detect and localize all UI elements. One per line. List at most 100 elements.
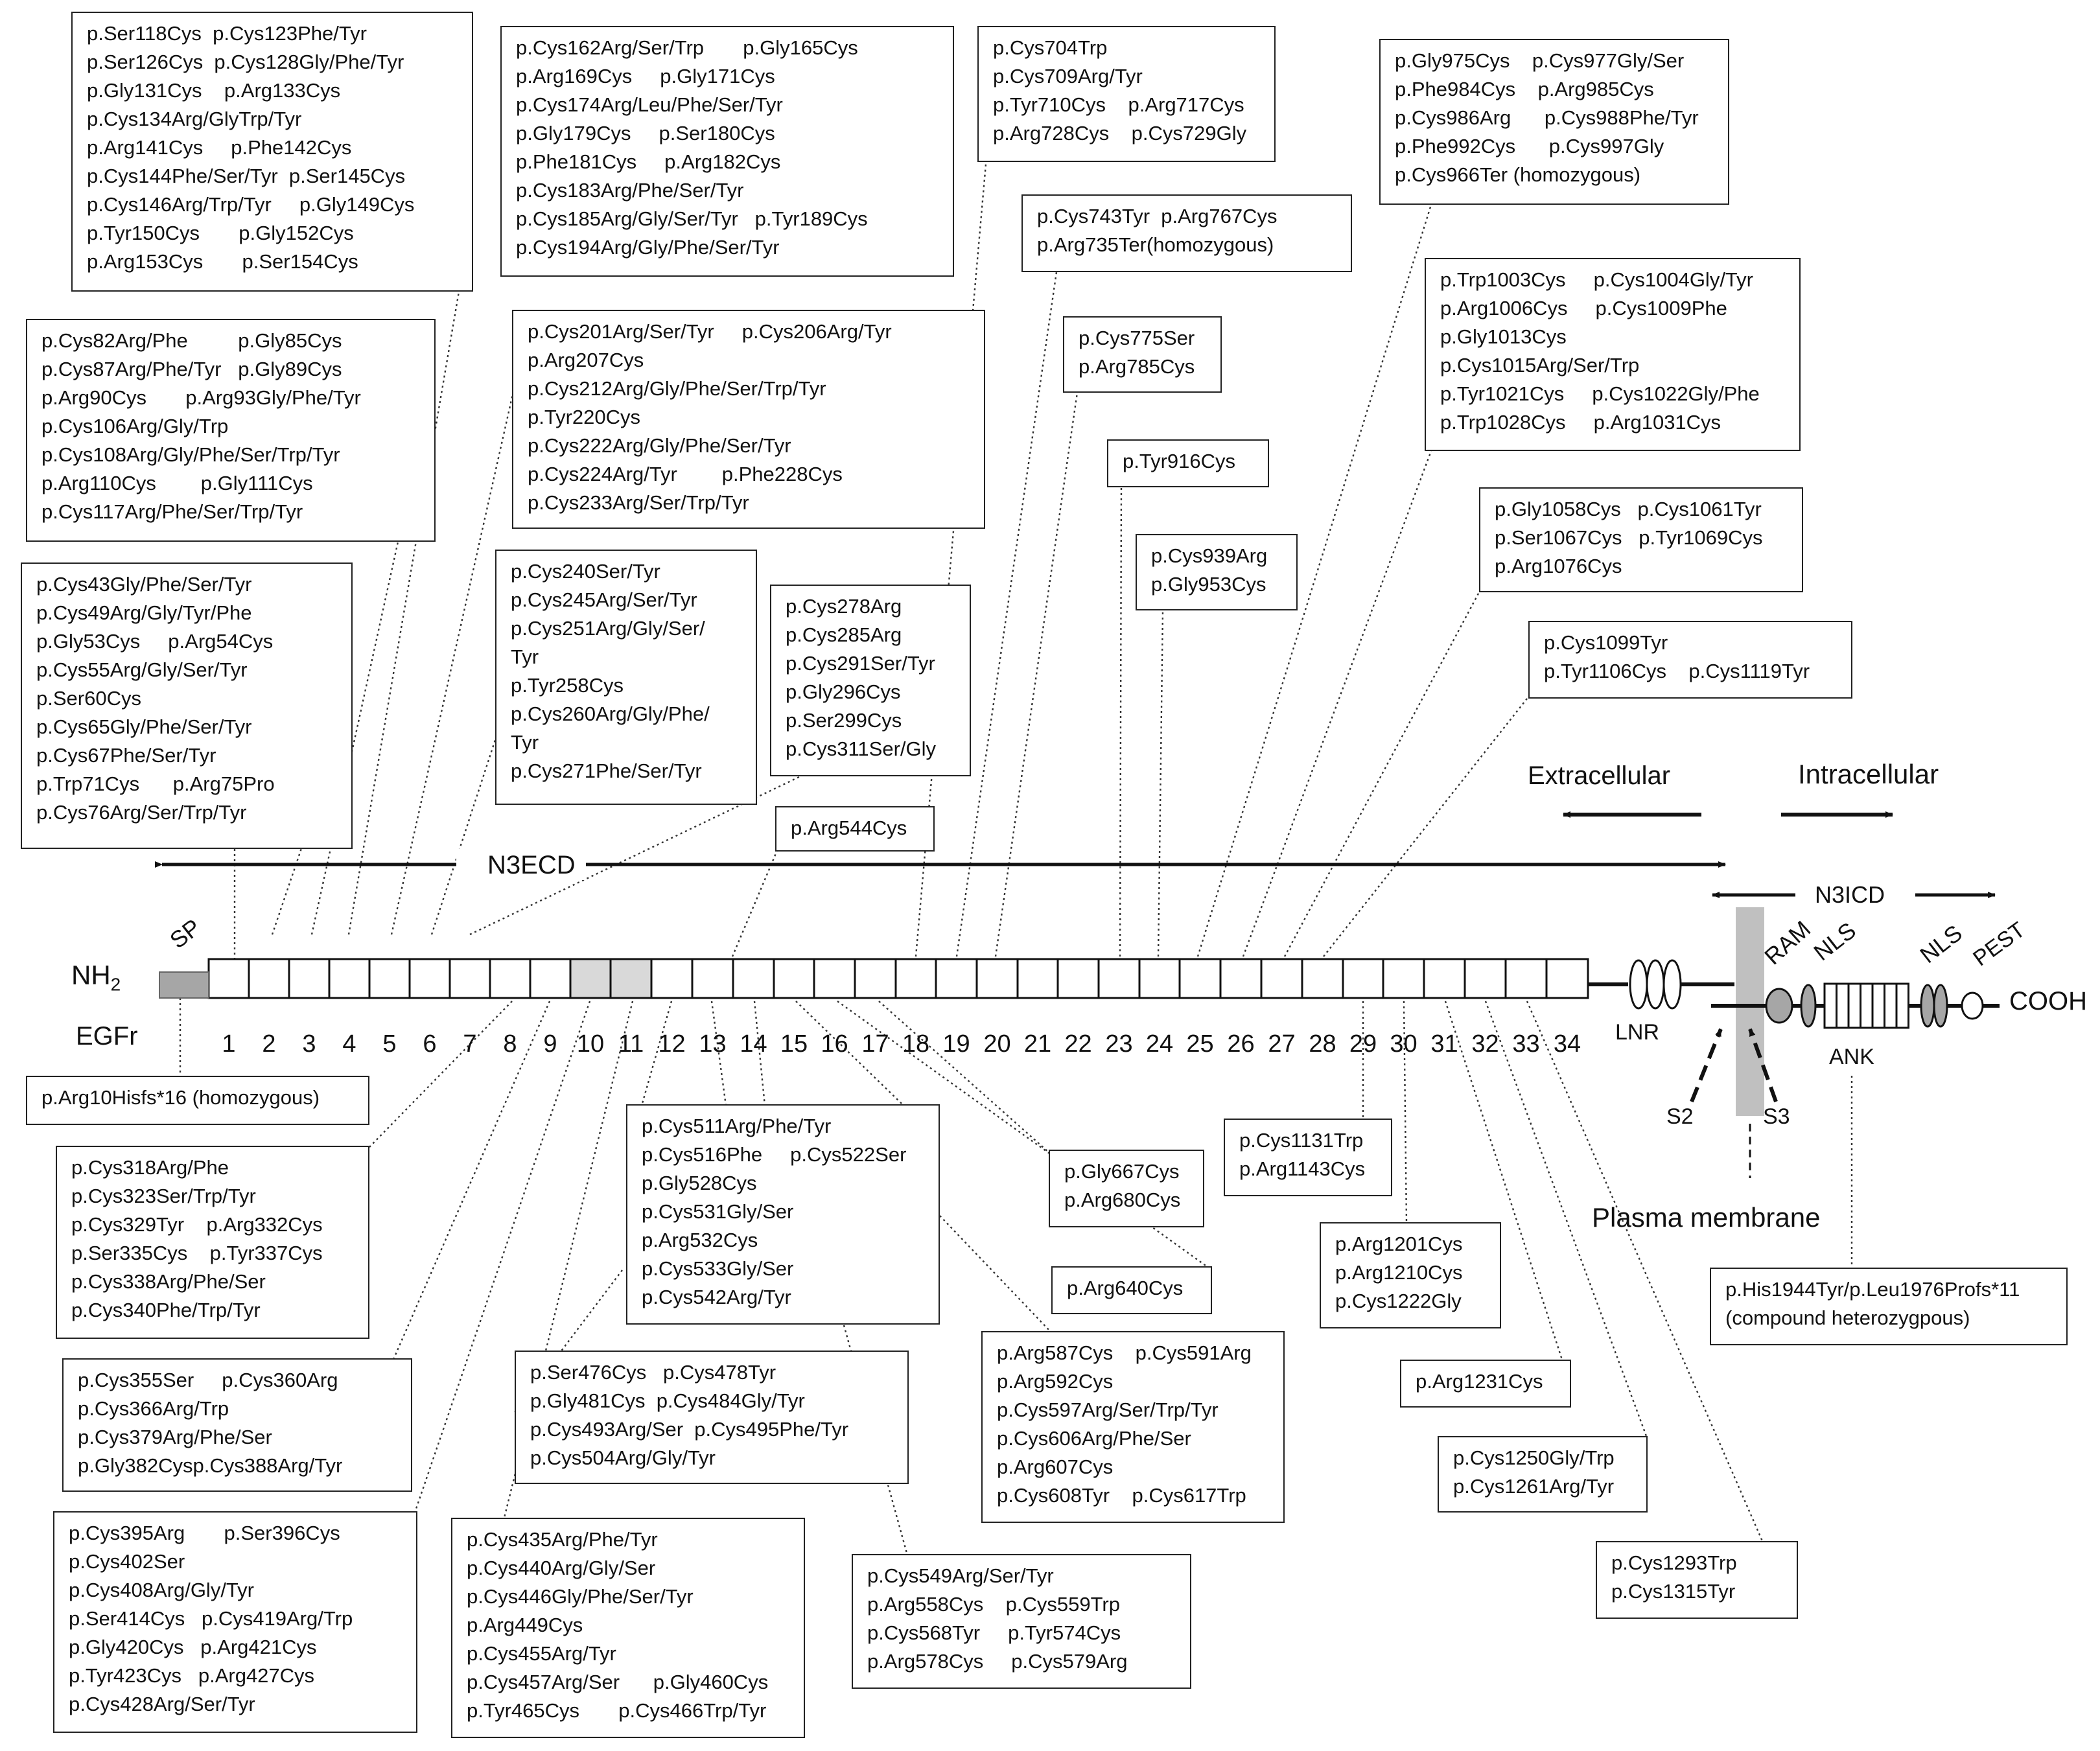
egf-repeat-number: 1 (222, 1030, 236, 1058)
mutation-text: p.Arg1210Cys (1335, 1261, 1463, 1284)
mutation-text: p.Cys245Arg/Ser/Tyr (511, 588, 697, 611)
mutation-text: p.Gly953Cys (1151, 573, 1266, 596)
egf-repeat-number: 7 (463, 1030, 477, 1058)
ankyrin-repeat (1823, 982, 1838, 1029)
mutation-text: (compound heterozygpous) (1725, 1306, 1970, 1329)
egf-repeat-number: 6 (423, 1030, 437, 1058)
egf-repeat-number: 3 (302, 1030, 316, 1058)
mutation-text: p.Phe992Cys p.Cys997Gly (1395, 135, 1664, 157)
egf-repeat-number: 27 (1268, 1030, 1296, 1058)
signal-peptide (159, 971, 209, 999)
mutation-text: p.Cys542Arg/Tyr (642, 1286, 791, 1308)
mutation-text: p.Cys87Arg/Phe/Tyr p.Gly89Cys (41, 358, 342, 380)
mutation-text: p.Tyr916Cys (1123, 450, 1236, 472)
egf-repeat-number: 2 (262, 1030, 276, 1058)
mutation-text: p.Cys76Arg/Ser/Trp/Tyr (36, 801, 247, 824)
mutation-text: p.Cys1293Trp (1611, 1551, 1737, 1574)
mutation-text: p.Cys323Ser/Trp/Tyr (71, 1185, 256, 1207)
egf-repeat-27 (1260, 958, 1303, 999)
mutation-text: p.Cys329Tyr p.Arg332Cys (71, 1213, 323, 1236)
mutation-text: p.Cys516Phe p.Cys522Ser (642, 1143, 907, 1166)
nls-domain (1920, 984, 1935, 1028)
mutation-text: p.Arg141Cys p.Phe142Cys (87, 136, 352, 159)
mutation-text: p.Cys743Tyr p.Arg767Cys (1037, 205, 1278, 227)
mutation-text: p.Arg558Cys p.Cys559Trp (867, 1593, 1120, 1616)
mutation-text: p.Arg110Cys p.Gly111Cys (41, 472, 313, 494)
egf-repeat-number: 31 (1430, 1030, 1458, 1058)
mutation-text: p.Arg607Cys (997, 1455, 1114, 1478)
lnr-repeat (1662, 959, 1682, 1010)
mutation-text: p.Gly667Cys (1064, 1160, 1180, 1183)
mutation-text: p.Cys428Arg/Ser/Tyr (69, 1693, 255, 1715)
leader-line (1283, 592, 1480, 957)
egf-repeat-domains (207, 958, 1589, 999)
egf-repeat-19 (935, 958, 978, 999)
mutation-text: p.Cys597Arg/Ser/Trp/Tyr (997, 1398, 1219, 1421)
leader-line (1157, 610, 1164, 957)
mutation-text: p.Cys67Phe/Ser/Tyr (36, 744, 216, 767)
mutation-text: p.Arg544Cys (791, 817, 907, 839)
mutation-text: p.Cys1261Arg/Tyr (1453, 1475, 1615, 1498)
mutation-text: p.Tyr150Cys p.Gly152Cys (87, 222, 354, 244)
mutation-text: p.Cys986Arg p.Cys988Phe/Tyr (1395, 106, 1699, 129)
mutation-text: p.Cys291Ser/Tyr (786, 652, 935, 675)
egf-repeat-17 (854, 958, 897, 999)
egf-repeat-15 (773, 958, 815, 999)
leader-line (1196, 204, 1432, 957)
mutation-text: p.Cys251Arg/Gly/Ser/ (511, 617, 705, 640)
mutation-text: p.Arg153Cys p.Ser154Cys (87, 250, 358, 273)
mutation-text: p.Cys240Ser/Tyr (511, 560, 660, 583)
ankyrin-repeat (1895, 982, 1909, 1029)
mutation-text: p.Cys1315Tyr (1611, 1580, 1736, 1603)
ankyrin-repeat (1836, 982, 1850, 1029)
egf-repeat-29 (1342, 958, 1384, 999)
mutation-text: p.Cys222Arg/Gly/Phe/Ser/Tyr (528, 434, 791, 457)
lnr-repeat (1629, 959, 1648, 1010)
pest-domain (1961, 991, 1984, 1020)
egf-repeat-14 (732, 958, 775, 999)
egf-repeat-23 (1097, 958, 1141, 999)
egf-repeat-number: 5 (382, 1030, 397, 1058)
egf-repeat-number: 24 (1145, 1030, 1174, 1058)
mutation-text: p.Cys704Trp (993, 36, 1108, 59)
mutation-text: p.Gly179Cys p.Ser180Cys (516, 122, 775, 145)
leader-line (955, 272, 1058, 957)
mutation-text: p.Arg169Cys p.Gly171Cys (516, 65, 775, 87)
mutation-text: p.Gly481Cys p.Cys484Gly/Tyr (530, 1389, 805, 1412)
mutation-text: p.Cys340Phe/Trp/Tyr (71, 1299, 261, 1321)
leader-line (503, 1001, 634, 1518)
n3icd-label: N3ICD (1815, 881, 1885, 908)
egf-repeat-number: 12 (658, 1030, 686, 1058)
mutation-text: p.Trp71Cys p.Arg75Pro (36, 772, 275, 795)
plasma-membrane-bar (1736, 907, 1764, 1116)
mutation-text: p.Ser60Cys (36, 687, 141, 710)
mutation-text: p.Arg735Ter(homozygous) (1037, 233, 1274, 256)
mutation-text: p.Arg578Cys p.Cys579Arg (867, 1650, 1128, 1673)
mutation-text: p.Arg10Hisfs*16 (homozygous) (41, 1086, 320, 1109)
mutation-box: p.Cys743Tyr p.Arg767Cys p.Arg735Ter(homoz… (1021, 194, 1352, 272)
cooh-label: COOH (2009, 987, 2087, 1015)
egf-repeat-2 (248, 958, 290, 999)
mutation-text: p.Cys201Arg/Ser/Tyr p.Cys206Arg/Tyr (528, 320, 892, 343)
mutation-text: p.Cys408Arg/Gly/Tyr (69, 1579, 254, 1601)
egfr-label: EGFr (76, 1022, 138, 1050)
mutation-text: p.Cys212Arg/Gly/Phe/Ser/Trp/Tyr (528, 377, 826, 400)
mutation-text: p.Arg640Cys (1067, 1277, 1184, 1299)
egf-repeat-number: 13 (699, 1030, 727, 1058)
ankyrin-repeat (1884, 982, 1898, 1029)
egf-repeat-20 (975, 958, 1019, 999)
plasma-membrane-label: Plasma membrane (1592, 1202, 1821, 1233)
mutation-text: p.Ser126Cys p.Cys128Gly/Phe/Tyr (87, 51, 404, 73)
s2-label: S2 (1666, 1104, 1694, 1129)
mutation-text: p.Cys278Arg (786, 595, 902, 618)
leader-line (915, 156, 988, 957)
mutation-text: p.His1944Tyr/p.Leu1976Profs*11 (1725, 1278, 2020, 1301)
